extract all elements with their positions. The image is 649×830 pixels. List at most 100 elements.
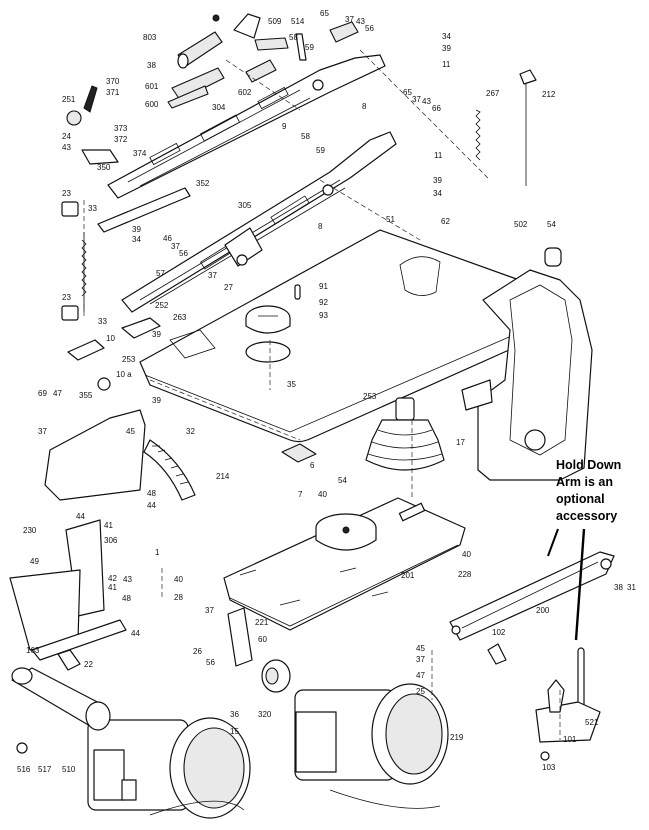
part-number-l-59a: 59 bbox=[305, 43, 314, 52]
callout-line: Arm is an bbox=[556, 475, 613, 489]
part-number-l-40c: 40 bbox=[174, 575, 183, 584]
part-number-l-516: 516 bbox=[17, 765, 31, 774]
part-number-l-34c: 34 bbox=[132, 235, 141, 244]
part-number-l-320: 320 bbox=[258, 710, 272, 719]
part-number-l-1: 1 bbox=[155, 548, 160, 557]
part-number-l-253b: 253 bbox=[363, 392, 377, 401]
frame-502 bbox=[461, 247, 593, 481]
part-number-l-263: 263 bbox=[173, 313, 187, 322]
part-number-l-44a: 44 bbox=[147, 501, 156, 510]
part-number-l-43b: 43 bbox=[422, 97, 431, 106]
part-number-l-69: 69 bbox=[38, 389, 47, 398]
part-number-l-34b: 34 bbox=[433, 189, 442, 198]
motor-219 bbox=[294, 683, 449, 785]
motor-cable-15 bbox=[149, 800, 245, 816]
table-253 bbox=[139, 229, 576, 443]
part-number-l-37a: 37 bbox=[345, 15, 354, 24]
part-number-l-600: 600 bbox=[145, 100, 159, 109]
part-number-l-214: 214 bbox=[216, 472, 230, 481]
part-number-l-43a: 43 bbox=[356, 17, 365, 26]
part-number-l-40a: 40 bbox=[318, 490, 327, 499]
part-number-l-41b: 41 bbox=[108, 583, 117, 592]
small-parts-left bbox=[66, 85, 161, 391]
part-number-l-65b: 65 bbox=[403, 88, 412, 97]
part-number-l-11a: 11 bbox=[442, 60, 451, 69]
part-number-l-9: 9 bbox=[282, 122, 287, 131]
part-number-l-43d: 43 bbox=[123, 575, 132, 584]
callout-line: Hold Down bbox=[556, 458, 622, 472]
part-number-l-65a: 65 bbox=[320, 9, 329, 18]
part-number-l-7: 7 bbox=[298, 490, 303, 499]
part-number-l-51: 51 bbox=[386, 215, 395, 224]
part-number-l-373: 373 bbox=[114, 124, 128, 133]
part-number-l-374: 374 bbox=[133, 149, 147, 158]
part-number-l-56c: 56 bbox=[206, 658, 215, 667]
part-number-l-58b: 58 bbox=[301, 132, 310, 141]
part-number-l-27: 27 bbox=[224, 283, 233, 292]
callout-arrows bbox=[547, 528, 586, 641]
part-number-l-56b: 56 bbox=[179, 249, 188, 258]
drive-parts bbox=[227, 607, 291, 693]
part-number-l-370: 370 bbox=[106, 77, 120, 86]
part-number-l-93: 93 bbox=[319, 311, 328, 320]
part-number-l-45b: 45 bbox=[416, 644, 425, 653]
tilt-quadrant-and-guard bbox=[44, 409, 196, 501]
part-number-l-8b: 8 bbox=[318, 222, 323, 231]
part-number-l-39b: 39 bbox=[433, 176, 442, 185]
part-number-l-37c: 37 bbox=[171, 242, 180, 251]
part-number-l-306: 306 bbox=[104, 536, 118, 545]
part-number-l-221: 221 bbox=[255, 618, 269, 627]
part-number-l-10: 10 bbox=[106, 334, 115, 343]
part-number-l-41a: 41 bbox=[104, 521, 113, 530]
part-number-l-23b: 23 bbox=[62, 293, 71, 302]
part-number-l-38: 38 bbox=[147, 61, 156, 70]
part-number-l-509: 509 bbox=[268, 17, 282, 26]
part-number-l-47a: 47 bbox=[53, 389, 62, 398]
part-number-l-517: 517 bbox=[38, 765, 52, 774]
motor-15 bbox=[87, 717, 251, 819]
callout-line: optional bbox=[556, 492, 605, 506]
dust-bellows bbox=[365, 397, 445, 471]
part-number-l-48b: 48 bbox=[122, 594, 131, 603]
part-number-l-230: 230 bbox=[23, 526, 37, 535]
part-number-l-304: 304 bbox=[212, 103, 226, 112]
table-insert bbox=[245, 284, 301, 334]
bracket-352 bbox=[97, 187, 191, 233]
part-number-l-200: 200 bbox=[536, 606, 550, 615]
part-number-l-24: 24 bbox=[62, 132, 71, 141]
part-number-l-102: 102 bbox=[492, 628, 506, 637]
part-number-l-37e: 37 bbox=[38, 427, 47, 436]
part-number-l-602: 602 bbox=[238, 88, 252, 97]
part-number-l-350: 350 bbox=[97, 163, 111, 172]
motor-cable-219 bbox=[329, 789, 441, 809]
part-number-l-101: 101 bbox=[563, 735, 577, 744]
part-number-l-31: 31 bbox=[627, 583, 636, 592]
part-number-l-44c: 44 bbox=[131, 629, 140, 638]
part-number-l-60: 60 bbox=[258, 635, 267, 644]
part-number-l-163: 163 bbox=[26, 646, 40, 655]
part-number-l-48: 48 bbox=[147, 489, 156, 498]
hold-down-arm-200 bbox=[449, 551, 615, 761]
part-number-l-514: 514 bbox=[291, 17, 305, 26]
spring-267 bbox=[475, 109, 481, 161]
assembly-lines bbox=[83, 49, 561, 740]
tension-knob-assembly bbox=[167, 13, 359, 109]
part-number-l-46a: 46 bbox=[163, 234, 172, 243]
part-number-l-37b: 37 bbox=[412, 95, 421, 104]
part-number-l-352: 352 bbox=[196, 179, 210, 188]
part-number-l-521: 521 bbox=[585, 718, 599, 727]
base-201 bbox=[223, 497, 466, 631]
part-number-l-17: 17 bbox=[456, 438, 465, 447]
part-number-l-37g: 37 bbox=[416, 655, 425, 664]
callout-line: accessory bbox=[556, 509, 618, 523]
part-number-l-56a: 56 bbox=[365, 24, 374, 33]
part-number-l-372: 372 bbox=[114, 135, 128, 144]
part-number-l-47b: 47 bbox=[416, 671, 425, 680]
part-number-l-201: 201 bbox=[401, 571, 415, 580]
part-number-l-92: 92 bbox=[319, 298, 328, 307]
part-number-l-39d: 39 bbox=[152, 330, 161, 339]
part-number-l-43c: 43 bbox=[62, 143, 71, 152]
blade-clamps bbox=[61, 201, 87, 321]
